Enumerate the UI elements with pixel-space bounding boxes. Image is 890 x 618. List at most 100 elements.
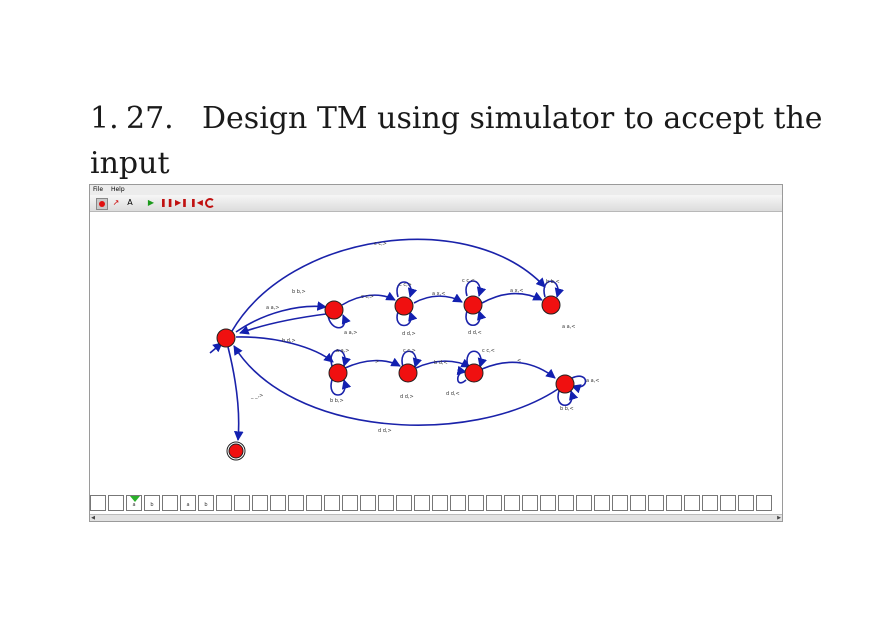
- tape-cell[interactable]: [738, 495, 754, 511]
- pause-button[interactable]: ❚❚: [160, 198, 174, 208]
- toolbar: ↗ A ▶ ❚❚ ▶❚ ❚◀: [90, 195, 782, 212]
- tape-cell[interactable]: [558, 495, 574, 511]
- tape-cell[interactable]: [594, 495, 610, 511]
- tape-cell[interactable]: [702, 495, 718, 511]
- transition-q2-q3: [413, 293, 463, 304]
- menu-bar: File Help: [90, 185, 782, 195]
- rewind-button[interactable]: ❚◀: [190, 198, 203, 208]
- tape-cell[interactable]: [108, 495, 124, 511]
- tape-cell[interactable]: [270, 495, 286, 511]
- state-q5[interactable]: [328, 363, 348, 383]
- label-q7-top: c c,<: [482, 348, 495, 354]
- state-final[interactable]: [226, 441, 246, 461]
- tape-cell[interactable]: [684, 495, 700, 511]
- tape-cell[interactable]: [756, 495, 772, 511]
- tape-cell[interactable]: [720, 495, 736, 511]
- menu-file[interactable]: File: [93, 186, 104, 193]
- loop-q3-bottom: [465, 310, 487, 327]
- state-q3[interactable]: [463, 295, 483, 315]
- tape-cell[interactable]: b: [198, 495, 214, 511]
- tape-cell[interactable]: [666, 495, 682, 511]
- tape-cell[interactable]: [216, 495, 232, 511]
- horizontal-scrollbar[interactable]: ◀ ▶: [90, 514, 782, 521]
- label-q8-right: a a,<: [586, 378, 600, 384]
- tape-cell[interactable]: [360, 495, 376, 511]
- tape-cell[interactable]: [288, 495, 304, 511]
- tape-cell[interactable]: [378, 495, 394, 511]
- label-q4-top: b b,<: [546, 279, 560, 285]
- loop-q5-top: [330, 349, 351, 367]
- label-q6-q7: b d,<: [434, 360, 448, 366]
- state-q4[interactable]: [541, 295, 561, 315]
- scroll-left-icon[interactable]: ◀: [91, 515, 95, 521]
- tape-cell[interactable]: [162, 495, 178, 511]
- transition-q1-q2: [341, 291, 396, 306]
- label-q3-top: c c,<: [462, 278, 475, 284]
- tape-cell[interactable]: b: [144, 495, 160, 511]
- state-q0[interactable]: [216, 328, 236, 348]
- add-transition-button[interactable]: ↗: [111, 198, 121, 208]
- state-q1[interactable]: [324, 300, 344, 320]
- diagram-canvas[interactable]: c c,> a a,> b b,> a a,> c c,> c c,> d d,…: [90, 212, 782, 494]
- tape-cell[interactable]: [342, 495, 358, 511]
- tape-cell[interactable]: [504, 495, 520, 511]
- transition-q7-q8: [481, 361, 556, 379]
- label-q7-bottom: d d,<: [446, 391, 460, 397]
- add-state-button[interactable]: [96, 198, 108, 210]
- simulator-window: File Help ↗ A ▶ ❚❚ ▶❚ ❚◀: [89, 184, 783, 522]
- state-q2[interactable]: [394, 296, 414, 316]
- tape-cell[interactable]: [306, 495, 322, 511]
- run-button[interactable]: ▶: [146, 198, 156, 208]
- label-q7-q8: <: [517, 358, 521, 364]
- heading-line-1: 1.27.Design TM using simulator to accept…: [90, 96, 890, 186]
- tape-cell[interactable]: [450, 495, 466, 511]
- tape-cell[interactable]: [486, 495, 502, 511]
- pause-icon: ❚❚: [160, 198, 174, 207]
- text-tool-icon: A: [127, 198, 133, 207]
- state-q7[interactable]: [464, 363, 484, 383]
- transition-bottom-arc: [233, 345, 559, 426]
- step-button[interactable]: ▶❚: [175, 198, 188, 208]
- arrow-tool-icon: ↗: [112, 198, 120, 207]
- label-q5-top: a a,>: [336, 348, 350, 354]
- loop-q8-bottom: [557, 390, 579, 407]
- transition-q0-q1: [235, 301, 327, 333]
- tape-cell[interactable]: [468, 495, 484, 511]
- label-to-final: _ _,>: [250, 393, 263, 399]
- reset-icon: [205, 198, 215, 208]
- list-number: 1.: [90, 101, 119, 136]
- tape-cell[interactable]: [630, 495, 646, 511]
- tape-cell[interactable]: [576, 495, 592, 511]
- label-q3-q4: a x,<: [510, 288, 523, 294]
- tape-cell[interactable]: [90, 495, 106, 511]
- tape-head-icon: [130, 496, 140, 502]
- state-q6[interactable]: [398, 363, 418, 383]
- scroll-right-icon[interactable]: ▶: [777, 515, 781, 521]
- tape-cell[interactable]: [324, 495, 340, 511]
- tape-cell[interactable]: [396, 495, 412, 511]
- tape-cell[interactable]: [414, 495, 430, 511]
- loop-q7-top: [466, 350, 487, 368]
- label-q8-bottom: b b,<: [560, 406, 574, 412]
- label-q2-top: c c,>: [399, 282, 412, 288]
- tape-cell[interactable]: a: [180, 495, 196, 511]
- tape-cell[interactable]: [234, 495, 250, 511]
- label-q1-q2: c c,>: [361, 294, 374, 300]
- reset-button[interactable]: [205, 198, 215, 208]
- transition-q3-q4: [481, 291, 543, 304]
- state-q8[interactable]: [555, 374, 575, 394]
- tape-cell[interactable]: [648, 495, 664, 511]
- text-tool-button[interactable]: A: [125, 198, 135, 208]
- tape-cell[interactable]: [252, 495, 268, 511]
- loop-q2-top: [396, 281, 418, 298]
- transition-top-arc: [231, 238, 546, 332]
- tape-cell[interactable]: a: [126, 495, 142, 511]
- menu-help[interactable]: Help: [110, 186, 125, 193]
- tape-cell[interactable]: [612, 495, 628, 511]
- label-b-q5: b d,>: [282, 338, 296, 344]
- tape-cell[interactable]: [522, 495, 538, 511]
- tape-cell[interactable]: [540, 495, 556, 511]
- tape-cell[interactable]: [432, 495, 448, 511]
- state-tool-icon: [99, 201, 105, 207]
